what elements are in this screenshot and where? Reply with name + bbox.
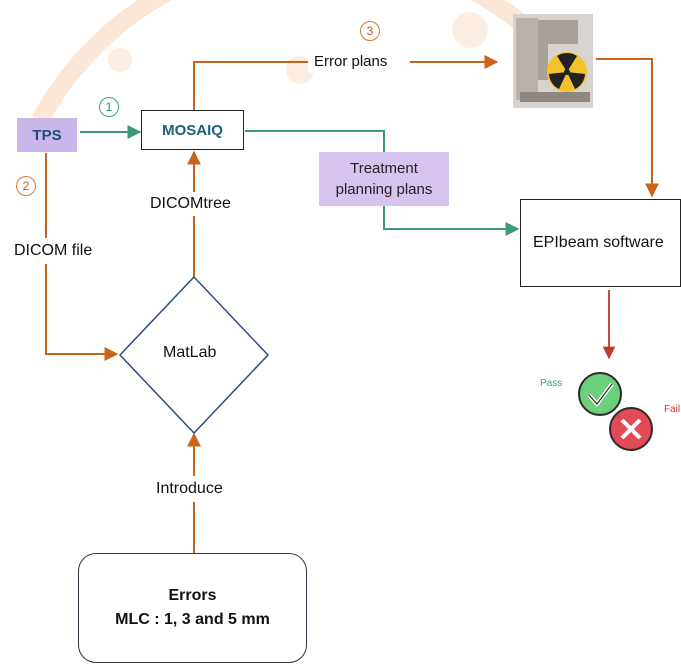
step-3-badge: 3 <box>360 21 380 41</box>
pass-label: Pass <box>540 378 562 389</box>
tps-node: TPS <box>17 118 77 152</box>
tpp-line-1: Treatment <box>350 158 418 179</box>
step-1-badge: 1 <box>99 97 119 117</box>
errors-title: Errors <box>168 584 216 608</box>
tpp-line-2: planning plans <box>336 179 433 200</box>
fail-label: Fail <box>664 404 680 415</box>
dicomtree-label: DICOMtree <box>144 192 237 216</box>
treatment-planning-plans-node: Treatment planning plans <box>319 152 449 206</box>
step-2-badge: 2 <box>16 176 36 196</box>
errors-detail: MLC : 1, 3 and 5 mm <box>115 608 270 632</box>
error-plans-label: Error plans <box>308 50 393 73</box>
errors-node: Errors MLC : 1, 3 and 5 mm <box>78 553 307 663</box>
check-icon <box>579 373 621 415</box>
matlab-label: MatLab <box>163 344 216 362</box>
introduce-label: Introduce <box>148 476 231 502</box>
arrow-machine-to-epibeam <box>596 59 652 196</box>
cross-icon <box>610 408 652 450</box>
arrow-mosaiq-to-error-plans <box>194 62 316 110</box>
radiation-icon <box>547 52 587 92</box>
epibeam-node: EPIbeam software <box>520 199 681 287</box>
dicom-file-label: DICOM file <box>6 238 96 264</box>
mosaiq-node: MOSAIQ <box>141 110 244 150</box>
